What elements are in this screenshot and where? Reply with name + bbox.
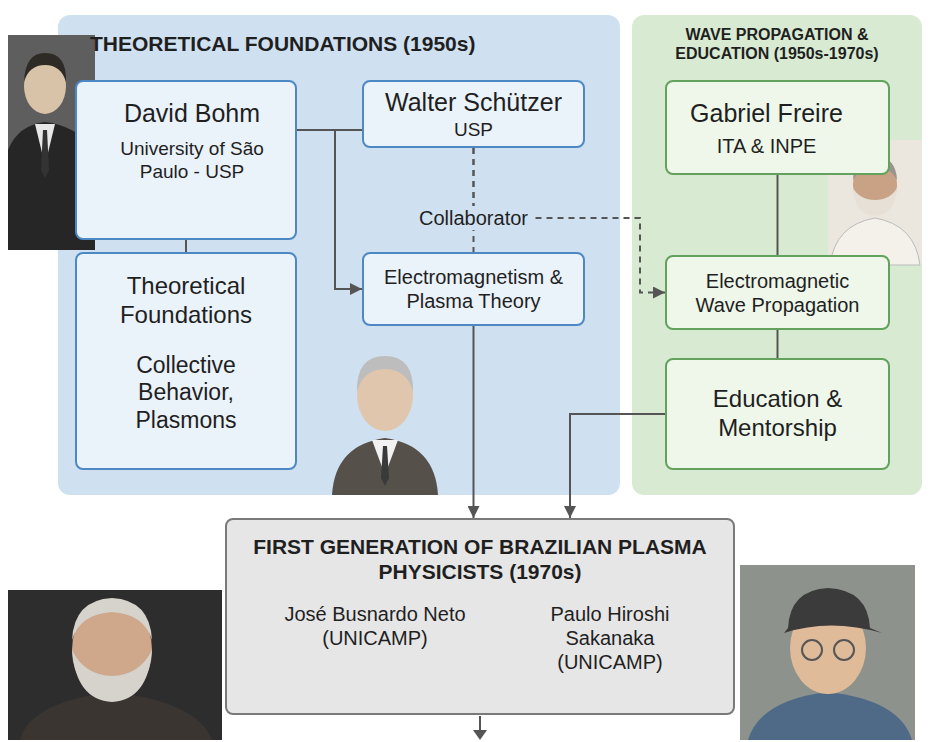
photo-hair xyxy=(357,356,413,392)
connector-line xyxy=(777,330,779,358)
topic-text: Education & Mentorship xyxy=(688,385,868,443)
photo-glasses xyxy=(802,640,822,660)
photo-tie xyxy=(41,130,49,178)
concept-title: Theoretical Foundations xyxy=(86,272,286,330)
person-name: David Bohm xyxy=(124,98,260,128)
region-panel: THEORETICAL FOUNDATIONS (1950s) David Boh… xyxy=(58,15,620,495)
topic-text: Electromagnetic Wave Propagation xyxy=(683,269,873,317)
topic-text: Electromagnetism & Plasma Theory xyxy=(372,265,575,313)
photo-background xyxy=(8,590,222,740)
person-name: José Busnardo Neto (UNICAMP) xyxy=(265,602,485,650)
photo-shirt xyxy=(748,692,912,740)
continuation-arrow xyxy=(473,716,487,740)
person-name: Walter Schützer xyxy=(385,87,562,117)
section-title: FIRST GENERATION OF BRAZILIAN PLASMA PHY… xyxy=(250,534,710,584)
photo-beard xyxy=(72,650,152,702)
affiliation-text: ITA & INPE xyxy=(717,134,817,158)
generation-box: FIRST GENERATION OF BRAZILIAN PLASMA PHY… xyxy=(225,518,735,715)
photo-background xyxy=(740,565,915,740)
topic-box: Electromagnetism & Plasma Theory xyxy=(362,252,585,326)
panel-heading: THEORETICAL FOUNDATIONS (1950s) xyxy=(90,31,475,56)
portrait-photo xyxy=(332,356,438,495)
photo-hair xyxy=(24,53,66,82)
concept-box: Theoretical FoundationsCollective Behavi… xyxy=(75,252,297,470)
portrait-photo xyxy=(740,565,915,740)
name-row: José Busnardo Neto (UNICAMP) Paulo Hirosh… xyxy=(245,602,715,674)
portrait-photo xyxy=(8,590,222,740)
topic-box: Education & Mentorship xyxy=(665,358,890,470)
concept-body: Collective Behavior, Plasmons xyxy=(116,352,256,435)
photo-suit xyxy=(332,438,438,495)
arrow-line xyxy=(479,716,481,731)
edge-label: Collaborator xyxy=(414,206,533,230)
region-panel-fill xyxy=(58,15,620,495)
connector-line xyxy=(185,240,187,252)
affiliation-text: University of São Paulo - USP xyxy=(107,138,277,184)
photo-hair xyxy=(72,598,152,640)
affiliation-text: USP xyxy=(454,119,493,142)
person-name: Gabriel Freire xyxy=(690,98,843,128)
person-box: Walter SchützerUSP xyxy=(362,80,585,148)
panel-heading: WAVE PROPAGATION & EDUCATION (1950s-1970… xyxy=(642,25,912,63)
person-box: David BohmUniversity of São Paulo - USP xyxy=(75,80,297,240)
connector-line xyxy=(570,414,665,518)
arrow-head xyxy=(473,730,487,740)
region-panel: WAVE PROPAGATION & EDUCATION (1950s-1970… xyxy=(632,15,922,495)
topic-box: Electromagnetic Wave Propagation xyxy=(665,255,890,330)
person-box: Gabriel FreireITA & INPE xyxy=(665,80,890,175)
connector-line xyxy=(473,326,475,518)
person-name: Paulo Hiroshi Sakanaka (UNICAMP) xyxy=(525,602,695,674)
photo-tie xyxy=(381,446,389,486)
region-panel-fill xyxy=(632,15,922,495)
photo-cap xyxy=(784,588,882,633)
connector-line xyxy=(297,130,362,289)
photo-glasses xyxy=(834,640,854,660)
connector-line xyxy=(777,175,779,255)
photo-beard xyxy=(853,188,897,216)
